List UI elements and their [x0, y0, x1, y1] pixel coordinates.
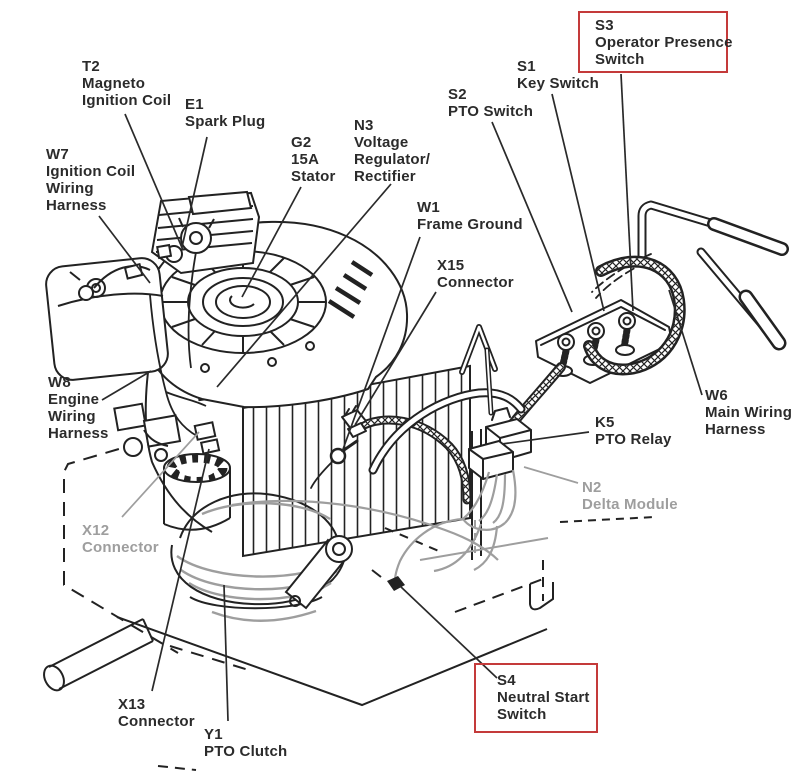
harness-band-from-x15 — [351, 415, 472, 505]
housing-vents — [327, 260, 374, 319]
coil-harness-fittings — [69, 263, 151, 301]
label-s2-pto-switch: S2 PTO Switch — [448, 86, 534, 120]
label-y1-pto-clutch: Y1 PTO Clutch — [204, 726, 288, 760]
damper-cylinder — [284, 535, 353, 610]
highlight-box-s4: S4 Neutral Start Switch — [474, 663, 598, 733]
neutral-start-switch-part — [371, 569, 405, 591]
white-hose — [368, 388, 526, 475]
ignition-coil-part — [178, 217, 215, 254]
label-e1-spark-plug: E1 Spark Plug — [185, 96, 266, 130]
deck-dash-d — [157, 765, 197, 771]
x13-connector-part — [199, 438, 221, 455]
label-x15-connector: X15 Connector — [437, 257, 514, 291]
delta-module-wiring — [393, 469, 517, 587]
leader-s2 — [491, 121, 573, 313]
carburetor-cluster — [113, 402, 221, 462]
label-x13-connector: X13 Connector — [118, 696, 195, 730]
deck-edge-dashed — [454, 578, 544, 613]
leader-g2 — [241, 186, 302, 298]
blower-housing — [45, 190, 409, 437]
label-n2-delta-module: N2 Delta Module — [582, 479, 678, 513]
leader-y1 — [223, 584, 229, 722]
leader-w7 — [98, 215, 151, 284]
leader-t2 — [124, 113, 184, 251]
deck-dash-a — [384, 527, 442, 553]
label-n3-voltage-regulator-rectifier: N3 Voltage Regulator/ Rectifier — [354, 117, 431, 185]
leader-w8 — [101, 370, 152, 401]
roller-pipe — [43, 618, 154, 692]
highlight-box-s3: S3 Operator Presence Switch — [578, 11, 732, 73]
leader-s4 — [399, 585, 498, 679]
leader-s3 — [620, 73, 634, 312]
engine-block — [113, 355, 499, 622]
leader-x12 — [121, 431, 200, 518]
cooling-fins — [242, 364, 471, 558]
pto-relay-part — [468, 407, 532, 480]
leader-x13 — [151, 448, 210, 692]
label-w8-engine-wiring-harness: W8 Engine Wiring Harness — [48, 374, 109, 442]
frame-ground-terminal — [310, 439, 359, 489]
leader-n2 — [523, 466, 579, 484]
bail-rod — [459, 324, 498, 416]
label-w1-frame-ground: W1 Frame Ground — [417, 199, 523, 233]
main-wiring-harness-loop — [583, 255, 686, 376]
deck-front-edge — [116, 616, 548, 707]
spark-plug-part — [156, 243, 183, 263]
leader-w1 — [341, 236, 421, 453]
leader-w6 — [668, 289, 703, 396]
leader-n3 — [216, 183, 392, 388]
label-w7-ignition-coil-wiring-harness: W7 Ignition Coil Wiring Harness — [46, 146, 136, 214]
starter-cylinder — [163, 453, 231, 531]
deck-bracket — [529, 582, 554, 611]
label-w6-main-wiring-harness: W6 Main Wiring Harness — [705, 387, 793, 438]
engine-wiring-harness-wires — [149, 251, 207, 437]
label-t2-magneto-ignition-coil: T2 Magneto Ignition Coil — [82, 58, 172, 109]
leader-lines — [98, 73, 703, 722]
deck-dash-c — [559, 516, 656, 523]
leader-e1 — [181, 136, 208, 248]
gray-harness-run — [231, 499, 499, 561]
label-s4-neutral-start-switch: S4 Neutral Start Switch — [497, 672, 590, 723]
leader-x15 — [354, 291, 437, 426]
label-k5-pto-relay: K5 PTO Relay — [595, 414, 672, 448]
label-x12-connector: X12 Connector — [82, 522, 159, 556]
deck-opening-dashed — [63, 435, 179, 654]
label-g2-15a-stator: G2 15A Stator — [291, 134, 336, 185]
leader-k5 — [501, 431, 590, 445]
x12-connector-part — [193, 421, 217, 441]
operator-presence-switch-part — [615, 312, 636, 356]
label-s3-operator-presence-switch: S3 Operator Presence Switch — [595, 17, 733, 68]
deck-dash-b — [169, 645, 253, 672]
label-s1-key-switch: S1 Key Switch — [517, 58, 600, 92]
handlebar-panel-assembly — [310, 200, 789, 505]
leader-s1 — [551, 93, 605, 312]
